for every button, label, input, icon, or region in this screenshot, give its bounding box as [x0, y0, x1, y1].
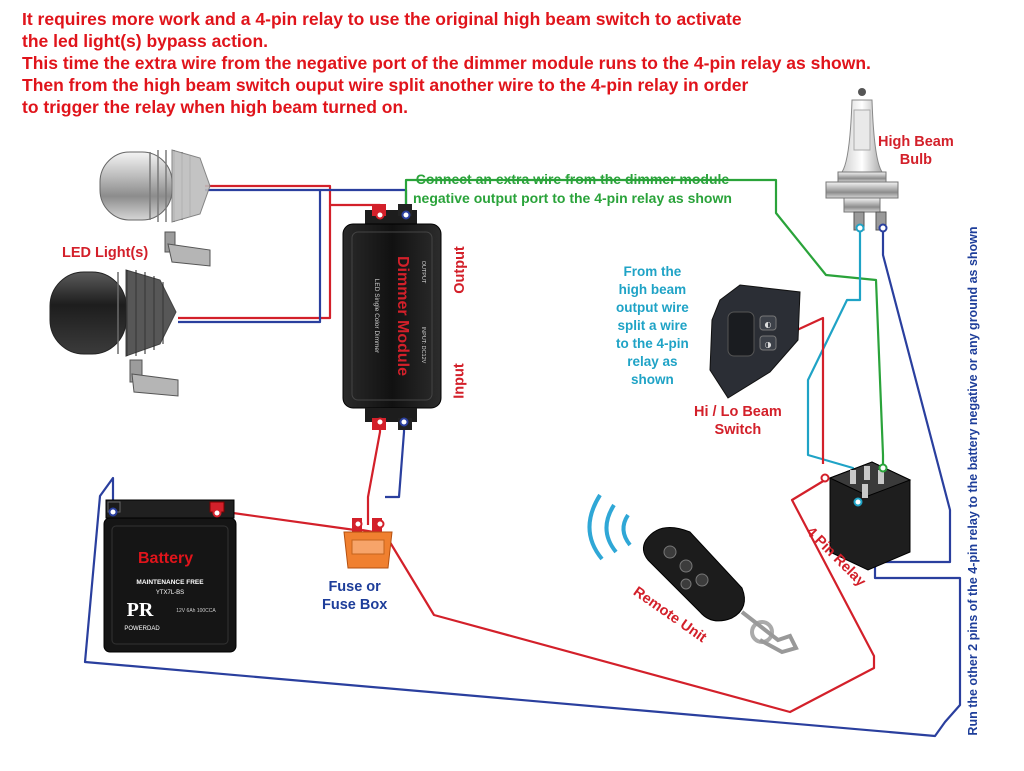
wire-led-bottom-positive [178, 205, 332, 320]
switch-label: Hi / Lo Beam Switch [694, 404, 782, 438]
battery-spec-text: 12V 6Ah 100CCA [176, 608, 216, 614]
dimmer-module: Dimmer Module LED Single Color Dimmer IN… [342, 204, 442, 430]
wire-highbeam-tap [806, 228, 862, 501]
dimmer-module-title: Dimmer Module [394, 256, 411, 376]
signal-wave [604, 503, 618, 554]
svg-text:PR: PR [127, 599, 154, 621]
wire-terminals [108, 210, 888, 529]
four-pin-relay [828, 461, 912, 571]
wire-led-bottom-negative [178, 190, 322, 324]
wire-input-negative [385, 422, 406, 499]
battery-model-text: YTX7L-BS [156, 590, 184, 596]
battery: MAINTENANCE FREE YTX7L-BS PR POWERDAD 12… [103, 499, 237, 653]
intro-text: It requires more work and a 4-pin relay … [22, 8, 871, 118]
led-lights-label: LED Light(s) [62, 245, 149, 261]
signal-wave [621, 513, 632, 547]
cyan-wire-note: From the high beam output wire split a w… [616, 264, 689, 387]
wire-battery-to-fuse [217, 511, 356, 532]
wire-relay-ground [83, 476, 962, 738]
wire-dimmer-to-relay-signal [404, 178, 885, 468]
high-beam-bulb-label: High Beam Bulb [878, 134, 954, 168]
remote-unit [587, 493, 799, 655]
intro-line: This time the extra wire from the negati… [22, 53, 871, 73]
battery-brand-text: POWERDAD [124, 626, 160, 632]
intro-line: to trigger the relay when high beam turn… [22, 97, 409, 117]
intro-line: the led light(s) bypass action. [22, 31, 269, 51]
fuse-label: Fuse or Fuse Box [322, 579, 388, 613]
wire-fuse-to-input [366, 422, 382, 525]
signal-wave [587, 493, 604, 561]
wire-switch-output [796, 316, 825, 464]
wires [83, 178, 962, 738]
output-label: Output [451, 246, 468, 294]
green-wire-note: Connect an extra wire from the dimmer mo… [413, 171, 732, 206]
led-light-bottom [49, 269, 179, 397]
intro-line: Then from the high beam switch ouput wir… [22, 75, 749, 95]
dimmer-module-input-spec: INPUT: DC12V [420, 327, 426, 364]
dimmer-module-output-spec: OUTPUT [420, 261, 426, 284]
svg-text:◑: ◑ [765, 340, 772, 349]
high-beam-bulb [825, 88, 899, 231]
ground-note: Run the other 2 pins of the 4-pin relay … [966, 226, 980, 736]
svg-text:◐: ◐ [765, 320, 772, 329]
fuse [343, 518, 393, 569]
intro-line: It requires more work and a 4-pin relay … [22, 9, 742, 29]
hi-lo-switch: ◐ ◑ [709, 284, 801, 399]
led-light-top [99, 149, 211, 267]
battery-label: Battery [138, 550, 194, 567]
wire-bulb-ground [881, 228, 952, 564]
input-label: Input [451, 363, 468, 399]
wire-relay-to-battery [361, 479, 876, 714]
dimmer-module-subtitle: LED Single Color Dimmer [373, 279, 380, 354]
battery-maintenance-text: MAINTENANCE FREE [136, 579, 204, 586]
